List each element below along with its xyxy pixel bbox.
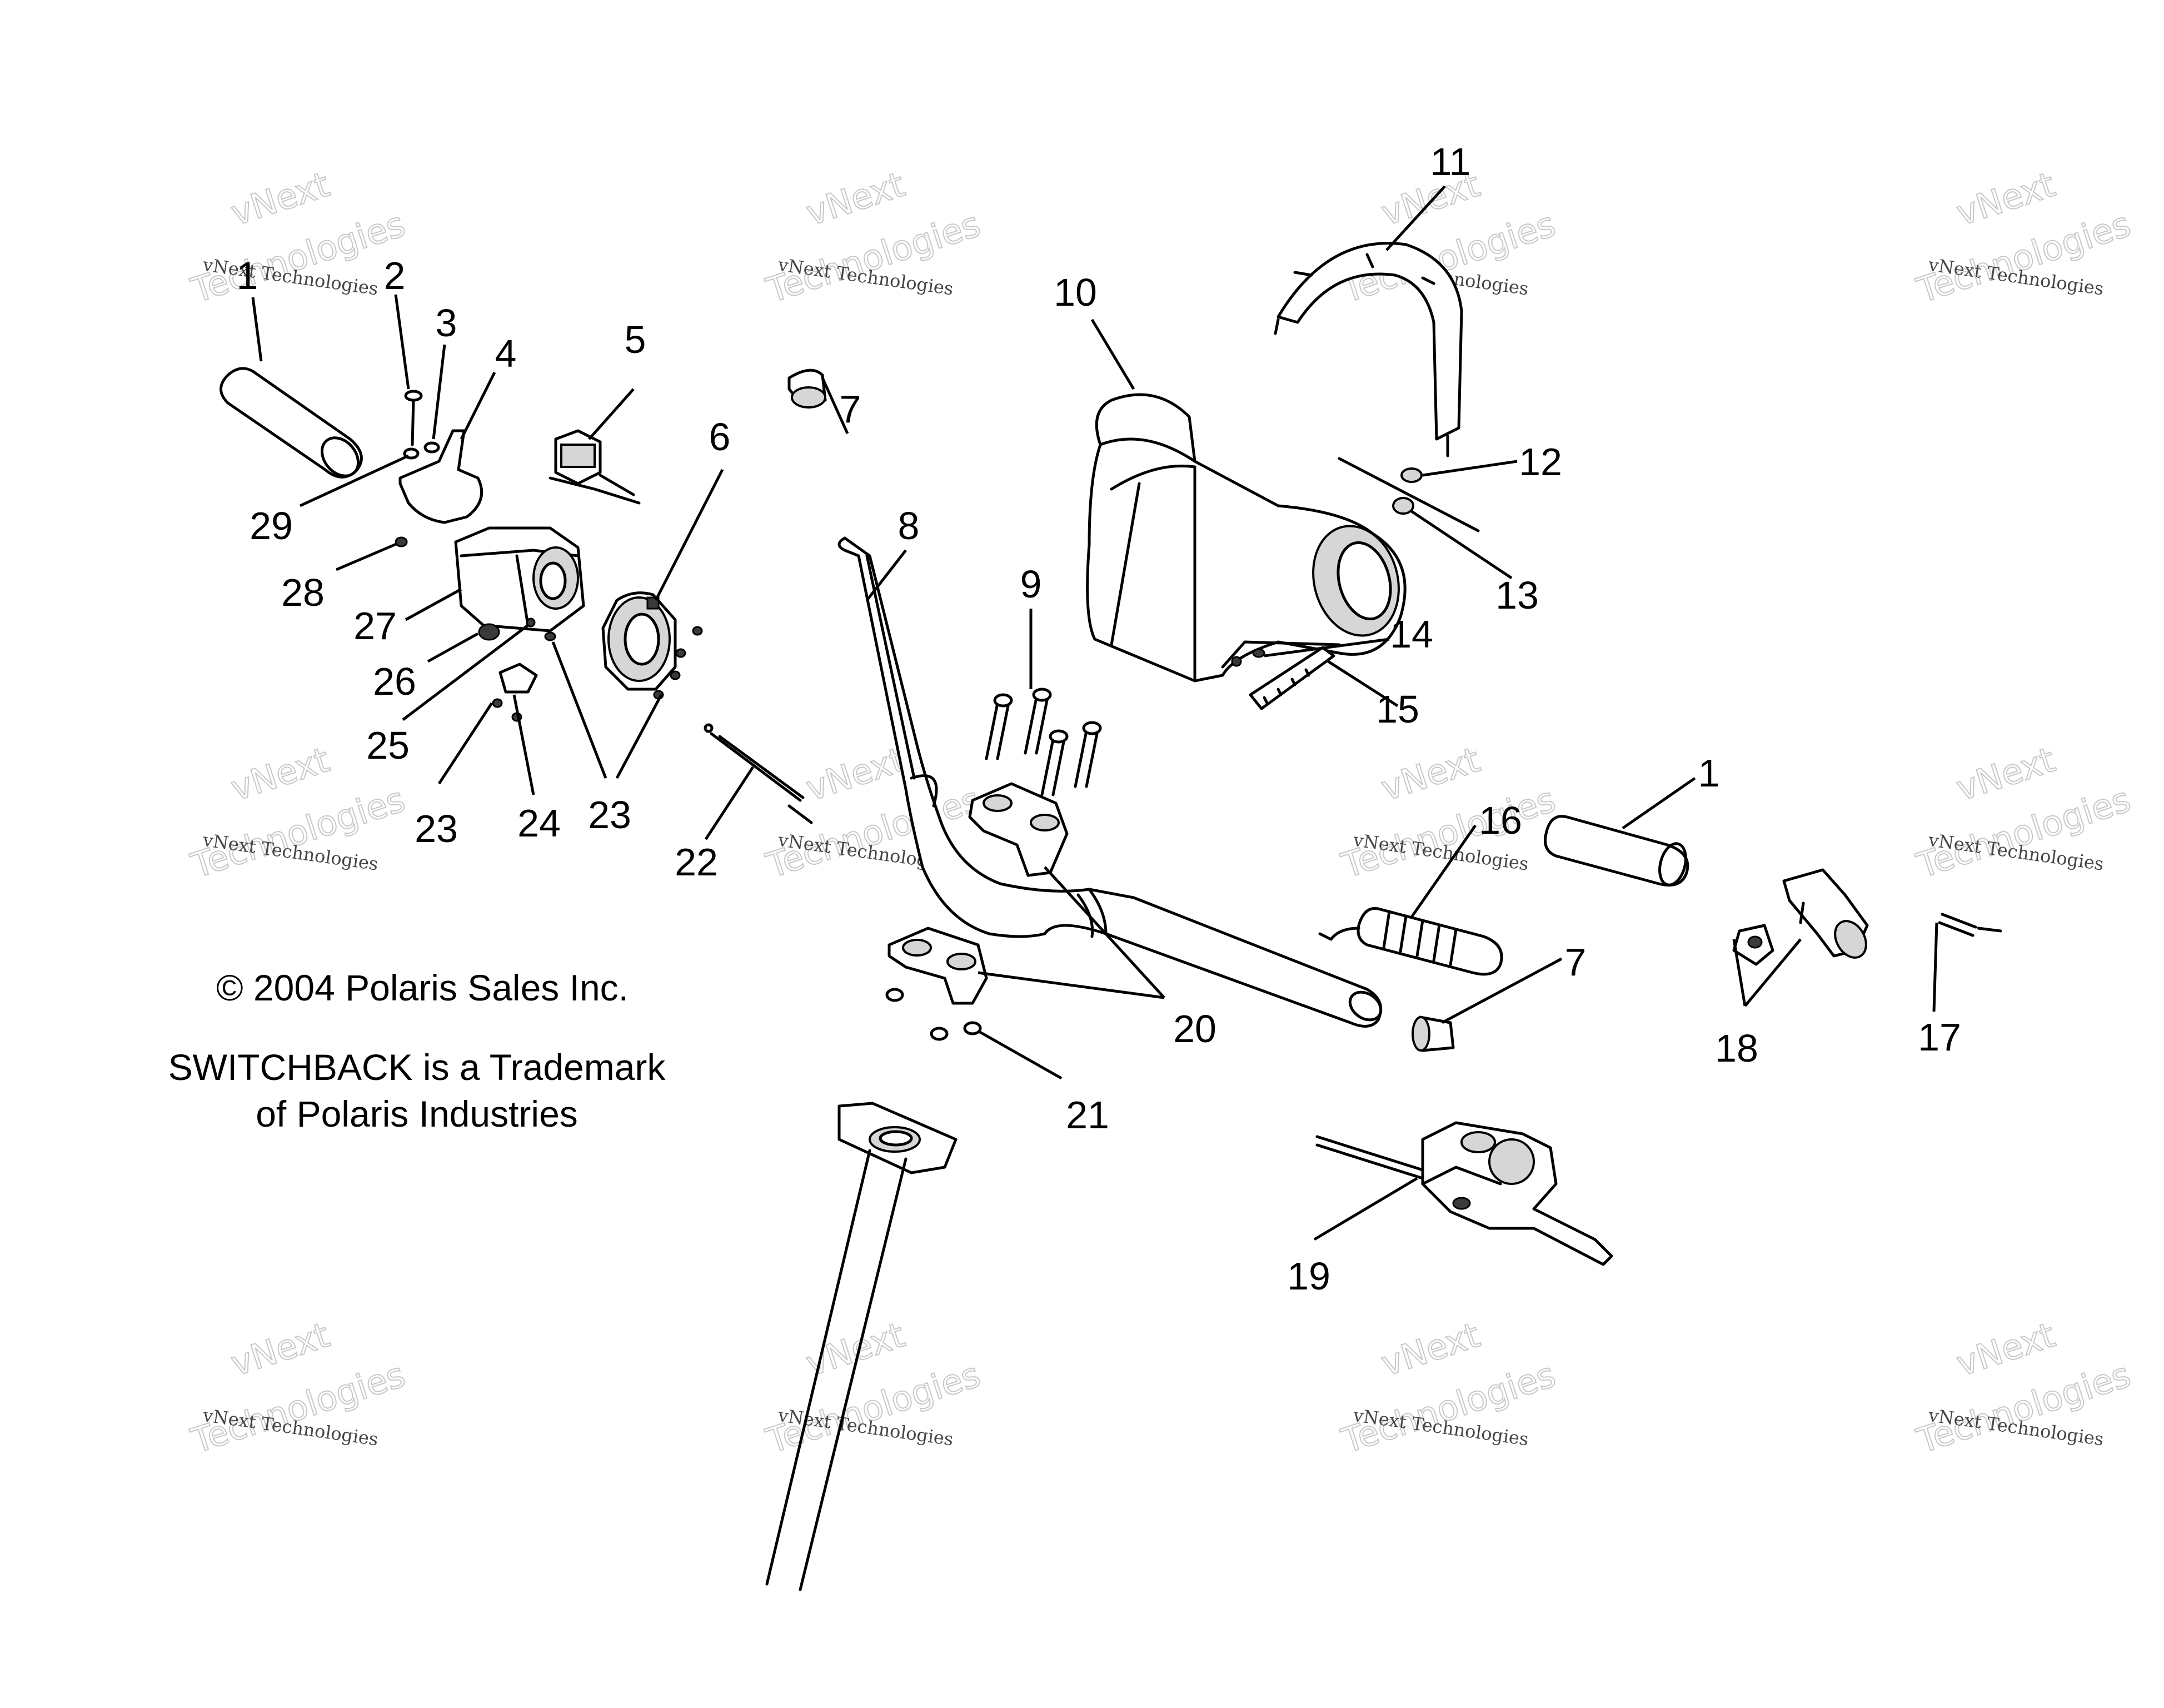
cap-24 <box>498 663 538 694</box>
callout-4: 4 <box>495 332 517 375</box>
callout-20: 20 <box>1173 1007 1216 1050</box>
screw-23-d <box>692 626 703 636</box>
screw-23-e <box>675 648 686 658</box>
watermark-vnext: vNext <box>1952 164 2060 233</box>
parts <box>220 242 2002 1591</box>
bolts-9 <box>985 688 1102 796</box>
watermark: vNext Technologies vNext Technologies <box>761 1314 985 1462</box>
callout-16: 16 <box>1479 799 1522 842</box>
nut-21-b <box>930 1027 949 1041</box>
watermark: vNext Technologies vNext Technologies <box>1336 1314 1560 1462</box>
watermark: vNext Technologies vNext Technologies <box>186 1314 410 1462</box>
watermark-vnext: vNext <box>801 739 910 809</box>
callout-1-left: 1 <box>237 254 258 297</box>
callout-11: 11 <box>1430 140 1471 183</box>
clamp-20-lower <box>887 927 988 1005</box>
callout-23-right: 23 <box>588 793 631 836</box>
watermark: vNext Technologies vNext Technologies <box>186 163 410 311</box>
bracket-4 <box>398 429 483 524</box>
brake-lever-19 <box>1315 1121 1613 1266</box>
heated-grip-16 <box>1318 907 1503 976</box>
plug-26 <box>478 623 500 641</box>
watermarks: vNext Technologies vNext Technologies vN… <box>186 163 2136 1462</box>
trademark-note: SWITCHBACK is a Trademark of Polaris Ind… <box>161 1044 672 1137</box>
screw-2 <box>404 390 423 446</box>
callouts: 1 2 3 4 5 6 7 8 9 10 11 12 13 14 15 29 2… <box>237 140 1961 1298</box>
nut-21-a <box>885 988 904 1002</box>
watermark-vnext: vNext <box>1952 1314 2060 1384</box>
throttle-18 <box>1732 868 1869 966</box>
screw-14 <box>1252 648 1265 658</box>
callout-7-lower: 7 <box>1565 940 1587 984</box>
end-plug-7-upper <box>787 369 827 409</box>
nut-12 <box>1400 467 1423 483</box>
steering-post <box>765 1102 958 1591</box>
callout-21: 21 <box>1066 1093 1109 1137</box>
callout-1-right: 1 <box>1698 751 1720 795</box>
callout-18: 18 <box>1715 1027 1758 1070</box>
callout-28: 28 <box>281 571 325 614</box>
leader-lines <box>251 185 1938 1241</box>
grip-right <box>1544 815 1689 887</box>
callout-10: 10 <box>1054 271 1097 314</box>
grip-left <box>220 367 363 479</box>
watermark-vnext: vNext <box>1377 739 1485 809</box>
watermark-vnext: vNext <box>226 1314 335 1384</box>
handlebar-8 <box>837 536 1383 1028</box>
callout-19: 19 <box>1287 1254 1330 1298</box>
strip-15 <box>1249 646 1335 710</box>
callout-9: 9 <box>1020 562 1042 606</box>
callout-3: 3 <box>436 301 457 345</box>
guard-11 <box>1274 242 1463 457</box>
callout-7-upper: 7 <box>840 387 861 431</box>
housing-27 <box>454 526 585 633</box>
watermark: vNext Technologies vNext Technologies <box>1911 739 2136 887</box>
callout-26: 26 <box>373 660 416 703</box>
callout-29: 29 <box>250 504 293 547</box>
watermark-vnext: vNext <box>801 164 910 233</box>
watermark: vNext Technologies vNext Technologies <box>1911 1314 2136 1462</box>
washer-3 <box>423 441 440 454</box>
pin-17 <box>1938 913 2002 937</box>
cover-10 <box>1086 393 1407 683</box>
copyright-note: © 2004 Polaris Sales Inc. <box>216 967 629 1008</box>
trademark-line-1: SWITCHBACK is a Trademark <box>168 1047 666 1088</box>
callout-14: 14 <box>1390 613 1433 656</box>
switch-housing-6 <box>601 591 677 691</box>
watermark: vNext Technologies vNext Technologies <box>1911 163 2136 311</box>
trademark-line-2: of Polaris Industries <box>256 1093 578 1134</box>
callout-25: 25 <box>366 724 410 767</box>
nut-13 <box>1392 497 1414 515</box>
screw-23-a <box>544 631 556 641</box>
callout-8: 8 <box>898 504 920 547</box>
screw-25 <box>526 618 536 628</box>
watermark: vNext Technologies vNext Technologies <box>761 163 985 311</box>
assembly-line <box>1338 457 1480 532</box>
callout-23-left: 23 <box>415 807 458 850</box>
callout-2: 2 <box>384 254 406 297</box>
end-plug-7-lower <box>1412 1015 1455 1052</box>
nut-28 <box>395 536 408 547</box>
callout-13: 13 <box>1495 574 1539 617</box>
callout-12: 12 <box>1519 440 1562 484</box>
watermark-vnext: vNext <box>226 164 335 233</box>
callout-22: 22 <box>675 840 718 884</box>
watermark-vnext: vNext <box>1377 1314 1485 1384</box>
screw-23-f <box>670 670 681 680</box>
callout-24: 24 <box>517 801 561 845</box>
callout-6: 6 <box>709 415 731 459</box>
watermark-vnext: vNext <box>226 739 335 809</box>
nut-21-c <box>963 1021 982 1035</box>
callout-5: 5 <box>625 318 646 361</box>
screw-23-b <box>492 698 503 708</box>
callout-17: 17 <box>1918 1015 1961 1059</box>
callout-27: 27 <box>353 604 397 648</box>
watermark-vnext: vNext <box>1952 739 2060 809</box>
switch-5 <box>549 429 641 505</box>
clamp-20-upper <box>968 782 1069 877</box>
callout-15: 15 <box>1376 688 1419 731</box>
cable-22 <box>704 723 813 824</box>
